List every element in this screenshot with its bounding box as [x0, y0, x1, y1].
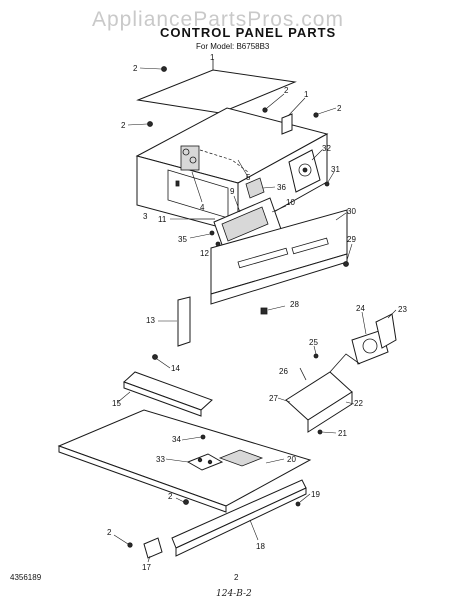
- diagram-title: CONTROL PANEL PARTS: [160, 25, 336, 40]
- part-4-switch-bracket: [180, 145, 203, 203]
- callout-12: 12: [200, 249, 209, 258]
- part-9-10-control-board: [213, 195, 287, 257]
- callout-28: 28: [290, 300, 299, 309]
- callout-3: 3: [143, 212, 148, 221]
- part-13-side-trim: [158, 296, 191, 347]
- callout-10: 10: [286, 198, 295, 207]
- callout-14: 14: [171, 364, 180, 373]
- part-32-switch-assembly: [288, 149, 323, 193]
- part-1-top-cover: [136, 60, 297, 114]
- callout-1: 1: [304, 90, 309, 99]
- callout-36: 36: [277, 183, 286, 192]
- watermark: AppliancePartsPros.com: [92, 8, 344, 31]
- callout-32: 32: [322, 144, 331, 153]
- callout-31: 31: [331, 165, 340, 174]
- part-22-27-mount-bracket: [277, 353, 361, 433]
- callout-4: 4: [200, 203, 205, 212]
- callout-1: 1: [210, 53, 215, 62]
- part-25-26-hardware: [299, 345, 319, 381]
- callout-25: 25: [309, 338, 318, 347]
- part-14-screw: [152, 354, 171, 369]
- callout-2: 2: [284, 86, 289, 95]
- callout-13: 13: [146, 316, 155, 325]
- part-20-bottom-panel: [57, 409, 312, 513]
- callout-21: 21: [338, 429, 347, 438]
- callout-5: 5: [246, 173, 251, 182]
- callout-2: 2: [107, 528, 112, 537]
- callout-27: 27: [269, 394, 278, 403]
- part-31-screw: [324, 171, 335, 187]
- callout-19: 19: [311, 490, 320, 499]
- callout-34: 34: [172, 435, 181, 444]
- part-23-bracket: [375, 309, 397, 349]
- part-5-wire-harness: [199, 149, 249, 178]
- callout-11: 11: [158, 215, 167, 224]
- part-2-screw-mid: [262, 93, 285, 113]
- part-2-screw-left: [127, 121, 153, 127]
- part-2-screw-right: [313, 107, 337, 118]
- part-33-terminal-block: [165, 453, 224, 471]
- callout-2: 2: [121, 121, 126, 130]
- callout-20: 20: [287, 455, 296, 464]
- model-label: For Model: B6758B3: [196, 42, 270, 51]
- callout-24: 24: [356, 304, 365, 313]
- callout-2: 2: [168, 492, 173, 501]
- page-number: 2: [234, 573, 239, 582]
- callout-26: 26: [279, 367, 288, 376]
- callout-2: 2: [133, 64, 138, 73]
- part-15-rail: [117, 371, 213, 417]
- callout-17: 17: [142, 563, 151, 572]
- part-2-screw-bottom: [175, 497, 189, 505]
- callout-29: 29: [347, 235, 356, 244]
- callout-33: 33: [156, 455, 165, 464]
- part-36-plate: [245, 177, 276, 199]
- part-35-part-12-fasteners: [189, 230, 221, 247]
- part-21-screw: [317, 429, 337, 435]
- part-34-screw: [181, 434, 206, 441]
- part-18-front-rail: [171, 479, 307, 557]
- callout-30: 30: [347, 207, 356, 216]
- part-17-end-cap: [143, 537, 163, 563]
- document-number: 4356189: [10, 573, 42, 582]
- part-28-clip: [260, 305, 286, 315]
- callout-23: 23: [398, 305, 407, 314]
- callout-9: 9: [230, 187, 235, 196]
- callout-2: 2: [337, 104, 342, 113]
- callout-18: 18: [256, 542, 265, 551]
- callout-labels: 1 2 2 2 1 2 32 31 5 36 4 9 10 30 3 11 35…: [107, 53, 407, 572]
- callout-35: 35: [178, 235, 187, 244]
- callout-22: 22: [354, 399, 363, 408]
- part-2-screw-bottom-left: [113, 534, 133, 548]
- part-29-screw: [343, 243, 353, 267]
- part-19-screw: [295, 493, 311, 507]
- callout-15: 15: [112, 399, 121, 408]
- part-1-bracket-right: [281, 97, 306, 135]
- part-2-screw-top-left: [139, 66, 167, 72]
- handwritten-note: 124-B-2: [216, 589, 252, 599]
- part-24-thermostat: [351, 311, 389, 365]
